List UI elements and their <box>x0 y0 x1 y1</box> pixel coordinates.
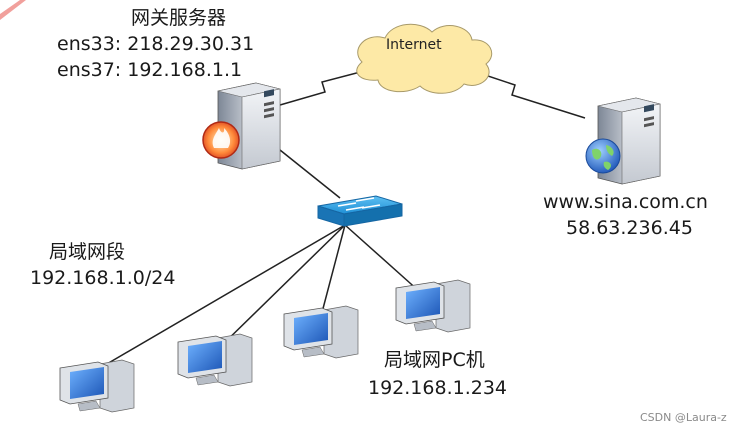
link-switch-pc4 <box>344 224 421 293</box>
switch-icon <box>317 195 403 227</box>
corner-accent <box>0 0 26 20</box>
link-gateway-internet <box>279 69 369 106</box>
pc-icon-3 <box>283 305 359 359</box>
link-internet-server <box>469 69 586 119</box>
pc-icon-2 <box>177 333 253 387</box>
lan-subnet: 192.168.1.0/24 <box>30 267 176 289</box>
internet-label: Internet <box>386 37 442 53</box>
internet-cloud <box>356 23 493 94</box>
remote-server-domain: www.sina.com.cn <box>543 191 708 213</box>
links <box>99 69 586 369</box>
pc-ip: 192.168.1.234 <box>368 377 508 399</box>
gateway-ens37: ens37: 192.168.1.1 <box>57 59 243 81</box>
watermark: CSDN @Laura-z <box>640 411 727 424</box>
firewall-icon <box>202 121 240 159</box>
globe-icon <box>585 138 621 174</box>
link-switch-pc1 <box>99 224 346 369</box>
lan-title: 局域网段 <box>49 241 126 263</box>
pc-title: 局域网PC机 <box>384 349 485 371</box>
pc-icon-1 <box>59 359 135 413</box>
link-switch-pc3 <box>319 224 346 321</box>
gateway-ens33: ens33: 218.29.30.31 <box>57 33 255 55</box>
gateway-title: 网关服务器 <box>131 7 227 29</box>
link-gateway-switch <box>269 141 341 199</box>
remote-server-ip: 58.63.236.45 <box>566 217 693 239</box>
link-switch-pc2 <box>214 224 346 353</box>
pc-icon-4 <box>395 279 471 333</box>
